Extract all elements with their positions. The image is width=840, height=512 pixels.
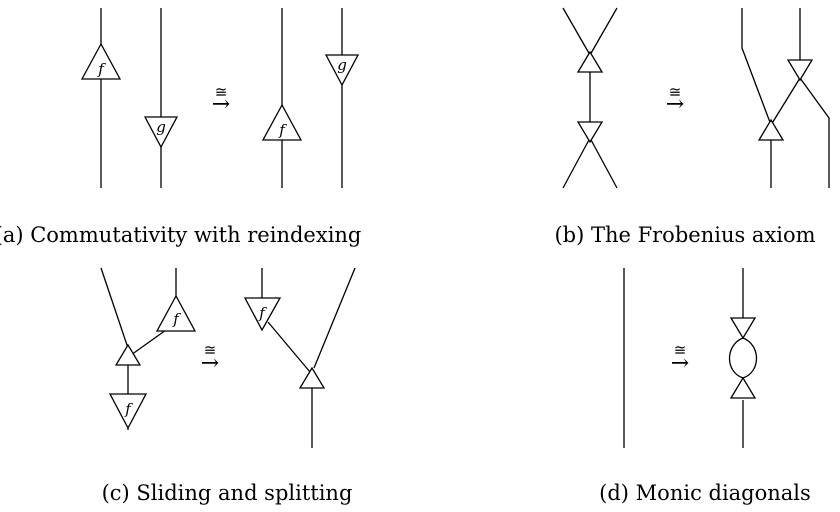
wire xyxy=(267,321,311,373)
panel-c-lhs: f f xyxy=(100,267,197,430)
morphism-box-g xyxy=(143,116,179,149)
morphism-label-g: g xyxy=(337,56,347,74)
multiplication-node xyxy=(786,59,814,82)
morphism-label-g: g xyxy=(156,118,166,136)
panel-d-rhs xyxy=(729,268,757,448)
wire xyxy=(313,267,356,369)
arrow-symbol: → xyxy=(201,351,219,376)
panel-d-iso-arrow: ≅ → xyxy=(671,341,689,376)
panel-a-lhs: f g xyxy=(80,8,179,188)
panel-c: f f ≅ → f (c) Sliding and splitting xyxy=(100,267,356,505)
panel-c-rhs: f xyxy=(243,267,356,448)
morphism-box-f xyxy=(80,42,122,80)
arrow-symbol: → xyxy=(666,92,684,117)
wire xyxy=(742,337,757,379)
panel-b: ≅ → (b) The Frobenius axiom xyxy=(554,7,830,247)
morphism-box-f xyxy=(243,297,282,332)
morphism-label-f: f xyxy=(172,310,181,328)
comultiplication-node xyxy=(757,118,785,141)
wire xyxy=(799,77,830,188)
wire xyxy=(729,337,744,379)
morphism-label-f: f xyxy=(278,121,287,139)
wire xyxy=(770,77,801,126)
morphism-box-f xyxy=(108,393,148,430)
morphism-label-f: f xyxy=(97,60,106,78)
morphism-box-g xyxy=(324,54,360,87)
panel-b-iso-arrow: ≅ → xyxy=(666,83,684,117)
wire xyxy=(130,329,167,356)
morphism-label-f: f xyxy=(124,400,133,418)
multiplication-node xyxy=(729,317,757,340)
comultiplication-node xyxy=(298,366,326,389)
panel-c-iso-arrow: ≅ → xyxy=(201,341,219,376)
caption-c: (c) Sliding and splitting xyxy=(102,481,353,505)
arrow-symbol: → xyxy=(671,351,689,376)
morphism-box-f xyxy=(155,294,197,332)
panel-d: ≅ → (d) Monic diagonals xyxy=(599,268,811,505)
caption-b: (b) The Frobenius axiom xyxy=(554,223,815,247)
arrow-symbol: → xyxy=(212,92,230,117)
wire xyxy=(589,7,618,56)
iso-symbol: ≅ xyxy=(669,83,682,101)
iso-symbol: ≅ xyxy=(674,341,687,359)
panel-a-iso-arrow: ≅ → xyxy=(212,83,230,117)
caption-a: (a) Commutativity with reindexing xyxy=(0,223,361,247)
comultiplication-node xyxy=(729,376,757,399)
panel-b-rhs xyxy=(741,8,830,188)
wire xyxy=(741,8,772,126)
wire xyxy=(100,267,129,349)
wire xyxy=(562,137,591,189)
morphism-label-f: f xyxy=(258,304,267,322)
comultiplication-node xyxy=(576,50,604,73)
panel-a-rhs: f g xyxy=(261,8,360,188)
wire xyxy=(589,137,618,189)
comultiplication-node xyxy=(114,343,142,366)
iso-symbol: ≅ xyxy=(215,83,228,101)
morphism-box-f xyxy=(261,103,303,141)
multiplication-node xyxy=(576,121,604,144)
caption-d: (d) Monic diagonals xyxy=(599,481,811,505)
panel-b-lhs xyxy=(562,7,618,189)
panel-a: f g ≅ → f g (a) Commutativity with reind… xyxy=(0,8,361,247)
wire xyxy=(562,7,591,56)
iso-symbol: ≅ xyxy=(204,341,217,359)
